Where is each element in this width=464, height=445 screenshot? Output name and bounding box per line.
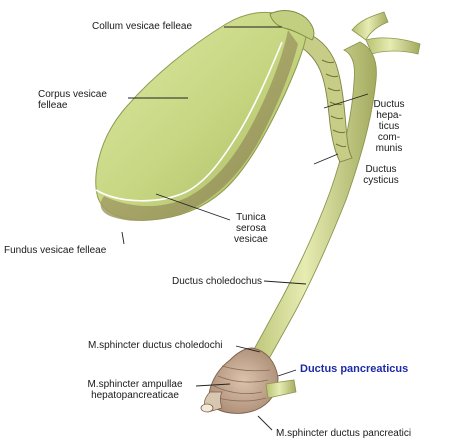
label-tunica-line2: serosa	[235, 223, 266, 234]
label-corpus-line1: Corpus vesicae	[38, 89, 107, 100]
ductus-cysticus	[291, 29, 353, 163]
label-cysticus-line1: Ductus	[365, 164, 397, 175]
label-cysticus-line2: cysticus	[363, 175, 399, 186]
label-pancreaticus: Ductus pancreaticus	[300, 363, 409, 375]
label-hepaticus-line1: Ductus	[373, 99, 405, 110]
label-collum: Collum vesicae felleae	[92, 21, 193, 32]
label-sphincter-pancreatici: M.sphincter ductus pancreatici	[276, 428, 412, 439]
sphincter-muscles	[200, 347, 297, 414]
hepatic-duct-branches	[351, 11, 421, 55]
label-choledochus: Ductus choledochus	[172, 276, 263, 287]
label-sphincter-choledochi: M.sphincter ductus choledochi	[88, 340, 223, 351]
label-hepaticus-line4: com-	[377, 132, 401, 143]
label-hepaticus-line3: ticus	[378, 121, 400, 132]
label-tunica-line3: vesicae	[234, 234, 268, 245]
label-tunica-line1: Tunica	[236, 212, 266, 223]
label-hepaticus-line2: hepa-	[376, 110, 402, 121]
label-hepaticus-line5: munis	[375, 143, 403, 154]
label-fundus: Fundus vesicae felleae	[4, 245, 107, 256]
label-sphincter-ampullae-line1: M.sphincter ampullae	[87, 379, 183, 390]
label-corpus-line2: felleae	[38, 100, 68, 111]
gallbladder	[95, 10, 315, 221]
leader-lines	[121, 26, 369, 431]
label-sphincter-ampullae-line2: hepatopancreaticae	[91, 390, 179, 401]
